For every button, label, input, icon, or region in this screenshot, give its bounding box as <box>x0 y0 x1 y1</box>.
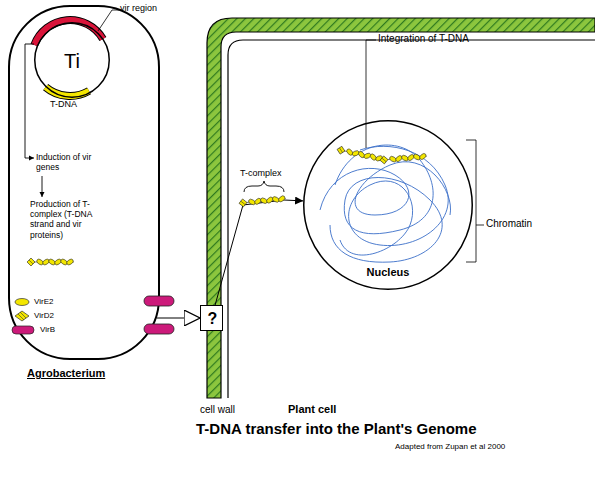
vir-region-arc <box>34 20 103 45</box>
legend-text: VirB <box>40 325 55 335</box>
part-label: Chromatin <box>486 218 532 230</box>
step-note: Production of T-complex (T-DNA strand an… <box>30 199 104 240</box>
chromatin-fiber <box>330 145 442 262</box>
legend-text: VirE2 <box>34 297 53 307</box>
unknown-mark: ? <box>201 309 224 328</box>
cell-wall <box>207 18 595 398</box>
region-label: T-DNA <box>50 99 77 110</box>
chromatin-fiber <box>340 146 448 255</box>
nucleus: Nucleus <box>303 120 473 290</box>
legend-sample <box>15 299 29 306</box>
bacterium-cell: TiAgrobacterium <box>8 5 160 360</box>
vir-region-arc <box>34 20 103 45</box>
diagram-title: T-DNA transfer into the Plant's Genome <box>196 420 477 438</box>
t-complex-strand <box>239 194 287 207</box>
production-arrow <box>42 176 43 197</box>
plasma-membrane <box>228 40 595 398</box>
virb-pore <box>144 324 174 334</box>
part-label: T-complex <box>240 168 282 179</box>
chromatin-bracket <box>466 140 484 262</box>
legend-sample <box>18 314 24 320</box>
chromatin-fiber <box>320 162 451 215</box>
legend-sample <box>20 312 26 318</box>
source-caption: Adapted from Zupan et al 2000 <box>395 442 505 452</box>
plant-cell: NucleusPlant cell <box>207 18 595 398</box>
leader-line <box>98 10 119 31</box>
integrated-t-dna <box>380 152 428 164</box>
t-complex-strand <box>27 258 74 266</box>
integrated-t-dna <box>336 145 384 163</box>
virb-pore <box>144 296 174 306</box>
transfer-box: ? <box>200 305 223 331</box>
step-note: Integration of T-DNA <box>378 33 469 45</box>
part-label: cell wall <box>200 404 235 416</box>
t-complex-brace <box>244 181 284 192</box>
cell-name: Agrobacterium <box>27 367 105 380</box>
legend-text: VirD2 <box>34 311 54 321</box>
legend-sample <box>15 311 29 321</box>
leader-line <box>366 40 376 148</box>
step-note: Induction of vir genes <box>36 152 106 172</box>
circle-outline <box>303 120 473 290</box>
transfer-arrow <box>157 318 201 319</box>
induction-arrow <box>25 44 34 158</box>
organelle-name: Nucleus <box>303 266 473 279</box>
region-label: vir region <box>120 3 157 14</box>
circle-outline <box>304 121 473 290</box>
import-arrow <box>215 200 303 305</box>
legend-sample <box>12 326 34 334</box>
circle-outline <box>35 23 110 98</box>
cell-name: Plant cell <box>288 403 336 416</box>
ti-plasmid: Ti <box>34 22 110 98</box>
plasmid-name: Ti <box>34 49 110 73</box>
